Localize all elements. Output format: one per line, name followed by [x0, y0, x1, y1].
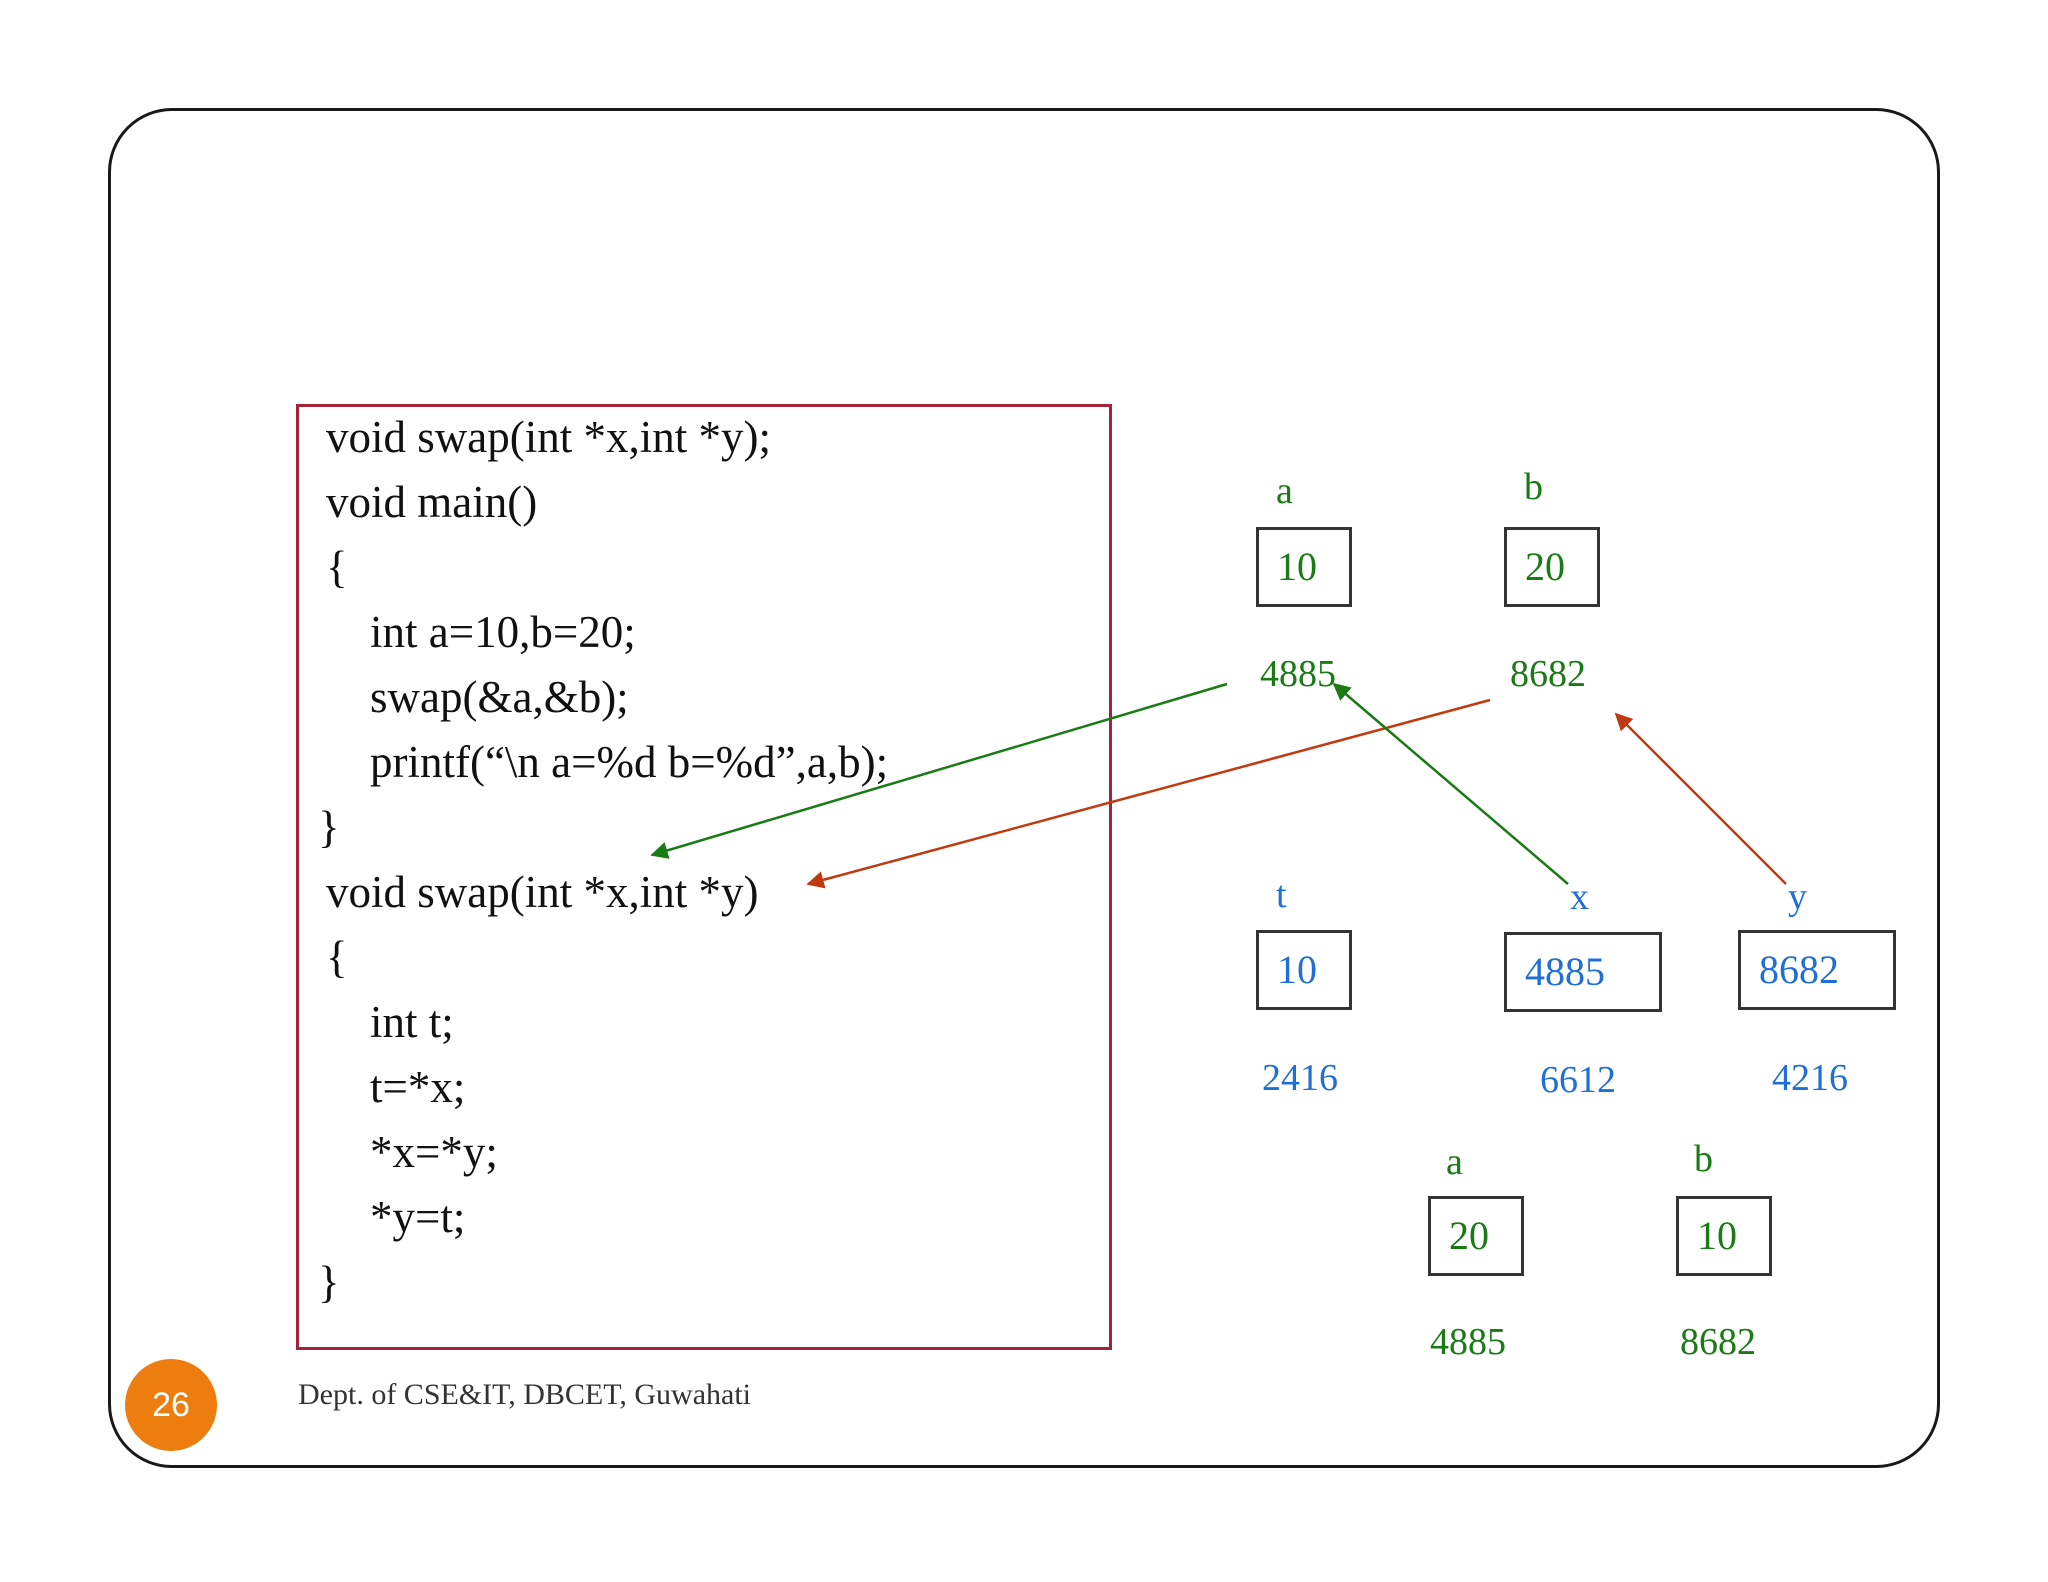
slide-frame [108, 108, 1940, 1468]
var-a-name: a [1276, 470, 1293, 512]
var-x-address: 6612 [1540, 1059, 1616, 1101]
code-line: { [326, 542, 348, 592]
var-a-after-cell: 20 [1428, 1196, 1524, 1276]
var-b-after-cell: 10 [1676, 1196, 1772, 1276]
var-b-name: b [1524, 466, 1543, 508]
code-line: { [326, 932, 348, 982]
arrow-x-points-to-a [1332, 682, 1569, 885]
code-line: int t; [370, 997, 454, 1047]
code-line: void swap(int *x,int *y); [326, 412, 771, 462]
var-t-address: 2416 [1262, 1057, 1338, 1099]
code-line: } [318, 802, 340, 852]
var-y-cell: 8682 [1738, 930, 1896, 1010]
arrow-a-address-to-param-x [650, 682, 1228, 859]
code-line: } [318, 1257, 340, 1307]
code-line: *x=*y; [370, 1127, 498, 1177]
var-t-cell: 10 [1256, 930, 1352, 1010]
arrow-y-points-to-b [1614, 712, 1787, 885]
var-b-after-address: 8682 [1680, 1321, 1756, 1363]
var-y-address: 4216 [1772, 1057, 1848, 1099]
var-x-name: x [1570, 876, 1589, 918]
page-number-badge: 26 [125, 1359, 217, 1451]
code-line: printf(“\n a=%d b=%d”,a,b); [370, 737, 889, 787]
var-b-address: 8682 [1510, 653, 1586, 695]
var-t-name: t [1276, 874, 1287, 916]
code-line: void main() [326, 477, 538, 527]
code-line: void swap(int *x,int *y) [326, 867, 759, 917]
var-a-address: 4885 [1260, 653, 1336, 695]
arrow-b-address-to-param-y [806, 698, 1491, 889]
code-listing-box [296, 404, 1112, 1350]
code-line: t=*x; [370, 1062, 466, 1112]
var-y-name: y [1788, 876, 1807, 918]
code-line: *y=t; [370, 1192, 466, 1242]
var-b-after-name: b [1694, 1138, 1713, 1180]
var-a-after-address: 4885 [1430, 1321, 1506, 1363]
var-x-cell: 4885 [1504, 932, 1662, 1012]
var-a-cell: 10 [1256, 527, 1352, 607]
code-line: swap(&a,&b); [370, 672, 629, 722]
var-a-after-name: a [1446, 1141, 1463, 1183]
code-line: int a=10,b=20; [370, 607, 636, 657]
var-b-cell: 20 [1504, 527, 1600, 607]
footer-text: Dept. of CSE&IT, DBCET, Guwahati [298, 1378, 751, 1411]
